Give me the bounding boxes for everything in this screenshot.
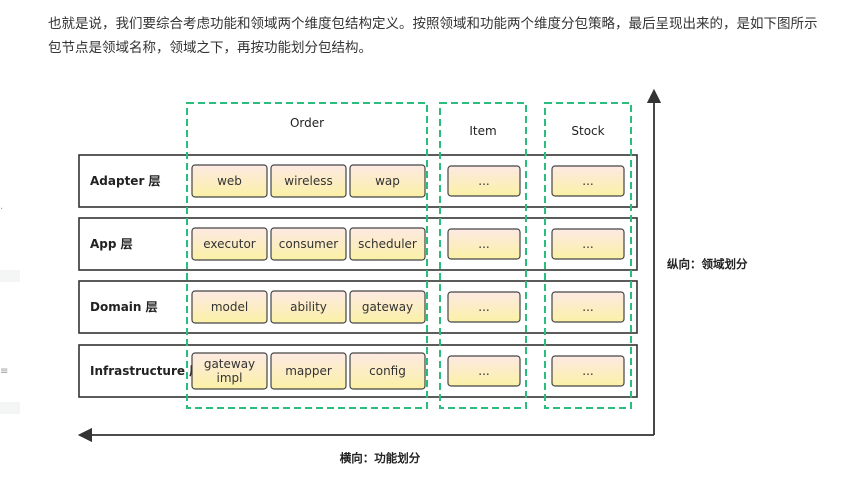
module-box — [551, 165, 625, 197]
domain-label: Stock — [571, 124, 604, 138]
module-box — [191, 227, 268, 261]
left-sidebar: · ≡ — [0, 0, 20, 500]
module-label: consumer — [279, 237, 338, 251]
module-box — [191, 164, 268, 198]
module-box — [447, 291, 521, 323]
module-label: ability — [290, 300, 327, 314]
layer-label: App 层 — [90, 237, 133, 251]
article-text: 也就是说，我们要综合考虑功能和领域两个维度包结构定义。按照领域和功能两个维度分包… — [48, 12, 846, 60]
module-box — [349, 352, 426, 390]
module-label: scheduler — [358, 237, 417, 251]
domain-label: Order — [290, 116, 324, 130]
sidebar-card — [0, 414, 20, 500]
layer-label: Adapter 层 — [90, 174, 161, 188]
module-box — [447, 228, 521, 260]
module-label: config — [369, 364, 406, 378]
module-label: executor — [203, 237, 256, 251]
module-label: ... — [582, 364, 593, 378]
domain-column — [186, 102, 428, 409]
module-box — [191, 290, 268, 324]
module-box — [551, 228, 625, 260]
module-label: ... — [478, 364, 489, 378]
domain-label: Item — [469, 124, 496, 138]
module-box — [270, 290, 347, 324]
module-label: gateway — [362, 300, 413, 314]
domain-column — [439, 102, 527, 409]
module-label: ... — [478, 300, 489, 314]
module-box — [270, 227, 347, 261]
sidebar-dot: · — [0, 204, 4, 215]
module-label: ... — [582, 237, 593, 251]
module-label: wireless — [284, 174, 332, 188]
sidebar-card — [0, 282, 20, 402]
module-label: web — [217, 174, 242, 188]
sidebar-card — [0, 0, 20, 270]
module-boxes: web wireless wap...... executor consumer sche… — [191, 164, 625, 390]
vertical-axis-label: 纵向：领域划分 — [667, 257, 748, 271]
module-label: model — [211, 300, 248, 314]
module-label: ... — [582, 300, 593, 314]
module-box — [447, 355, 521, 387]
module-box — [447, 165, 521, 197]
module-box — [349, 290, 426, 324]
module-label: ... — [478, 237, 489, 251]
layer-label: Domain 层 — [90, 300, 158, 314]
article-line-2: 包节点是领域名称，领域之下，再按功能划分包结构。 — [48, 40, 372, 56]
module-box — [270, 352, 347, 390]
module-box — [551, 355, 625, 387]
module-label: mapper — [285, 364, 332, 378]
sidebar-menu-icon: ≡ — [0, 366, 9, 377]
module-label: wap — [375, 174, 400, 188]
module-box — [191, 352, 268, 390]
module-box — [270, 164, 347, 198]
module-box — [349, 164, 426, 198]
module-box — [349, 227, 426, 261]
horizontal-axis-label: 横向：功能划分 — [340, 451, 421, 465]
module-box — [551, 291, 625, 323]
article-line-1: 也就是说，我们要综合考虑功能和领域两个维度包结构定义。按照领域和功能两个维度分包… — [48, 16, 818, 32]
module-label: ... — [478, 174, 489, 188]
domain-column — [544, 102, 632, 409]
layer-label: Infrastructure 层 — [90, 364, 201, 378]
module-label: ... — [582, 174, 593, 188]
